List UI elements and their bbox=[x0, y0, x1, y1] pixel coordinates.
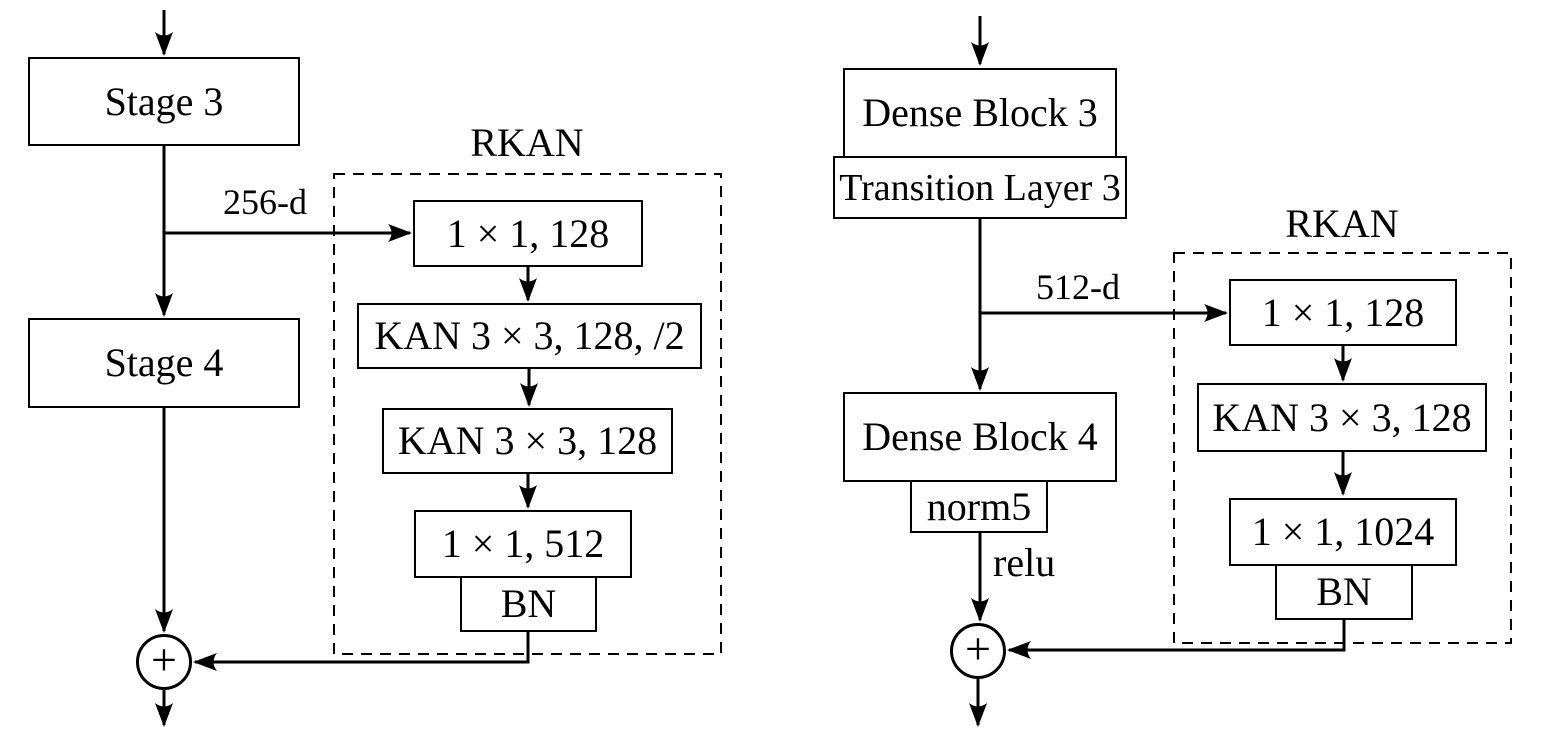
left-wires bbox=[155, 10, 722, 727]
right-sum-node: + bbox=[950, 623, 1006, 679]
dense-block-3-box: Dense Block 3 bbox=[843, 68, 1117, 158]
left-branch-dim-label: 256-d bbox=[223, 182, 307, 222]
stage-3-box: Stage 3 bbox=[28, 57, 300, 146]
right-branch-dim-label: 512-d bbox=[1036, 267, 1120, 307]
dense-block-4-box: Dense Block 4 bbox=[843, 392, 1117, 482]
left-conv-1x1-128-box: 1 × 1, 128 bbox=[413, 200, 643, 267]
right-conv-1x1-128-box: 1 × 1, 128 bbox=[1229, 279, 1457, 346]
left-kan-3x3-128-box: KAN 3 × 3, 128 bbox=[382, 408, 673, 474]
left-bn-to-sum-arrow bbox=[193, 632, 530, 671]
right-wires bbox=[969, 16, 1512, 727]
transition-layer-3-box: Transition Layer 3 bbox=[833, 156, 1127, 219]
left-kan-3x3-128-s2-box: KAN 3 × 3, 128, /2 bbox=[357, 303, 702, 369]
left-rkan-dashed-border bbox=[333, 173, 722, 655]
left-rkan-title: RKAN bbox=[470, 120, 584, 165]
relu-label: relu bbox=[993, 540, 1056, 585]
right-rkan-dashed-border bbox=[1173, 252, 1512, 644]
left-conv-1x1-512-box: 1 × 1, 512 bbox=[414, 510, 632, 578]
left-sum-node: + bbox=[136, 634, 192, 690]
stage-4-box: Stage 4 bbox=[28, 318, 300, 408]
norm5-box: norm5 bbox=[910, 480, 1048, 533]
left-bn-box: BN bbox=[460, 576, 597, 632]
right-kan-3x3-128-box: KAN 3 × 3, 128 bbox=[1197, 383, 1487, 452]
right-bn-box: BN bbox=[1275, 564, 1413, 620]
right-rkan-title: RKAN bbox=[1285, 201, 1399, 246]
right-bn-to-sum-arrow bbox=[1007, 620, 1346, 659]
right-conv-1x1-1024-box: 1 × 1, 1024 bbox=[1229, 498, 1457, 566]
